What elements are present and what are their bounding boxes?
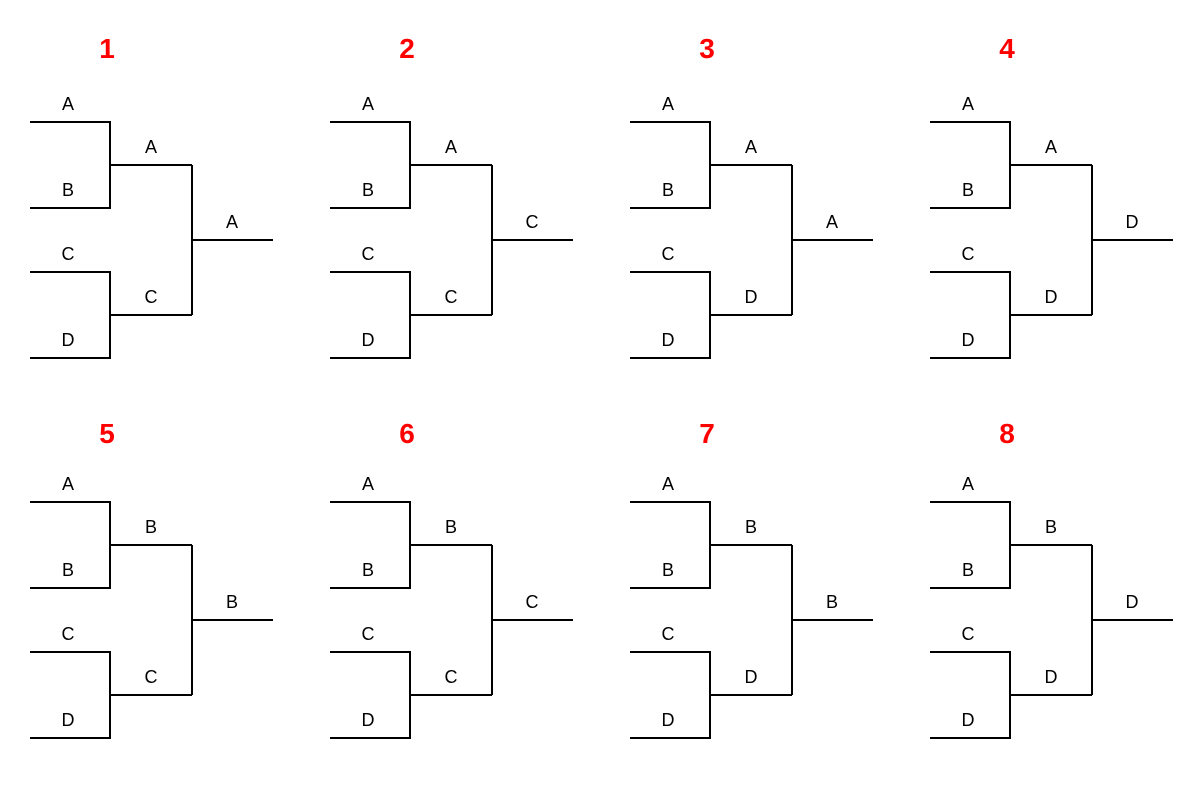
bracket-diagram: 1 A B C D A C A: [30, 33, 273, 359]
bracket-diagram: 7 A B C D B D B: [630, 418, 873, 739]
player-label-2: B: [362, 560, 374, 580]
semifinal-winner-label-1: B: [1045, 517, 1057, 537]
player-label-3: C: [962, 624, 975, 644]
semifinal-winner-label-2: D: [745, 287, 758, 307]
semifinal-winner-label-2: D: [745, 667, 758, 687]
player-label-4: D: [962, 710, 975, 730]
bracket-diagram: 8 A B C D B D D: [930, 418, 1173, 739]
player-label-3: C: [662, 624, 675, 644]
bracket-number: 7: [699, 418, 715, 449]
player-label-2: B: [362, 180, 374, 200]
champion-label: D: [1126, 212, 1139, 232]
semifinal-winner-label-2: C: [445, 287, 458, 307]
player-label-3: C: [362, 624, 375, 644]
player-label-3: C: [362, 244, 375, 264]
player-label-1: A: [662, 94, 674, 114]
bracket-8: 8 A B C D B D D: [900, 400, 1200, 800]
semifinal-winner-label-2: C: [445, 667, 458, 687]
player-label-4: D: [362, 710, 375, 730]
semifinal-winner-label-1: A: [445, 137, 457, 157]
semifinal-winner-label-1: A: [145, 137, 157, 157]
champion-label: C: [526, 212, 539, 232]
player-label-4: D: [62, 330, 75, 350]
bracket-diagram: 5 A B C D B C B: [30, 418, 273, 739]
semifinal-winner-label-1: B: [745, 517, 757, 537]
semifinal-winner-label-1: B: [145, 517, 157, 537]
player-label-3: C: [662, 244, 675, 264]
bracket-4: 4 A B C D A D D: [900, 0, 1200, 400]
player-label-2: B: [962, 180, 974, 200]
semifinal-winner-label-1: B: [445, 517, 457, 537]
player-label-4: D: [62, 710, 75, 730]
player-label-1: A: [362, 474, 374, 494]
bracket-number: 6: [399, 418, 415, 449]
bracket-1: 1 A B C D A C A: [0, 0, 300, 400]
player-label-2: B: [62, 180, 74, 200]
bracket-2: 2 A B C D A C C: [300, 0, 600, 400]
player-label-4: D: [662, 330, 675, 350]
player-label-4: D: [362, 330, 375, 350]
bracket-diagram: 6 A B C D B C C: [330, 418, 573, 739]
player-label-3: C: [62, 624, 75, 644]
bracket-number: 2: [399, 33, 415, 64]
bracket-number: 4: [999, 33, 1015, 64]
semifinal-winner-label-2: D: [1045, 667, 1058, 687]
player-label-2: B: [662, 560, 674, 580]
semifinal-winner-label-1: A: [745, 137, 757, 157]
player-label-1: A: [62, 474, 74, 494]
champion-label: A: [826, 212, 838, 232]
bracket-7: 7 A B C D B D B: [600, 400, 900, 800]
champion-label: D: [1126, 592, 1139, 612]
semifinal-winner-label-1: A: [1045, 137, 1057, 157]
champion-label: C: [526, 592, 539, 612]
player-label-1: A: [662, 474, 674, 494]
player-label-3: C: [962, 244, 975, 264]
bracket-lines: [30, 501, 273, 739]
bracket-lines: [930, 501, 1173, 739]
bracket-number: 8: [999, 418, 1015, 449]
bracket-lines: [330, 121, 573, 359]
bracket-5: 5 A B C D B C B: [0, 400, 300, 800]
player-label-2: B: [962, 560, 974, 580]
champion-label: B: [226, 592, 238, 612]
bracket-lines: [930, 121, 1173, 359]
player-label-4: D: [962, 330, 975, 350]
player-label-1: A: [962, 94, 974, 114]
player-label-1: A: [62, 94, 74, 114]
semifinal-winner-label-2: C: [145, 667, 158, 687]
player-label-1: A: [362, 94, 374, 114]
bracket-diagram: 4 A B C D A D D: [930, 33, 1173, 359]
bracket-number: 3: [699, 33, 715, 64]
player-label-2: B: [662, 180, 674, 200]
champion-label: B: [826, 592, 838, 612]
bracket-diagram: 3 A B C D A D A: [630, 33, 873, 359]
player-label-1: A: [962, 474, 974, 494]
bracket-lines: [630, 121, 873, 359]
semifinal-winner-label-2: D: [1045, 287, 1058, 307]
player-label-4: D: [662, 710, 675, 730]
bracket-diagram: 2 A B C D A C C: [330, 33, 573, 359]
bracket-number: 5: [99, 418, 115, 449]
bracket-3: 3 A B C D A D A: [600, 0, 900, 400]
bracket-number: 1: [99, 33, 115, 64]
semifinal-winner-label-2: C: [145, 287, 158, 307]
bracket-lines: [330, 501, 573, 739]
player-label-2: B: [62, 560, 74, 580]
champion-label: A: [226, 212, 238, 232]
player-label-3: C: [62, 244, 75, 264]
bracket-lines: [630, 501, 873, 739]
bracket-lines: [30, 121, 273, 359]
bracket-6: 6 A B C D B C C: [300, 400, 600, 800]
